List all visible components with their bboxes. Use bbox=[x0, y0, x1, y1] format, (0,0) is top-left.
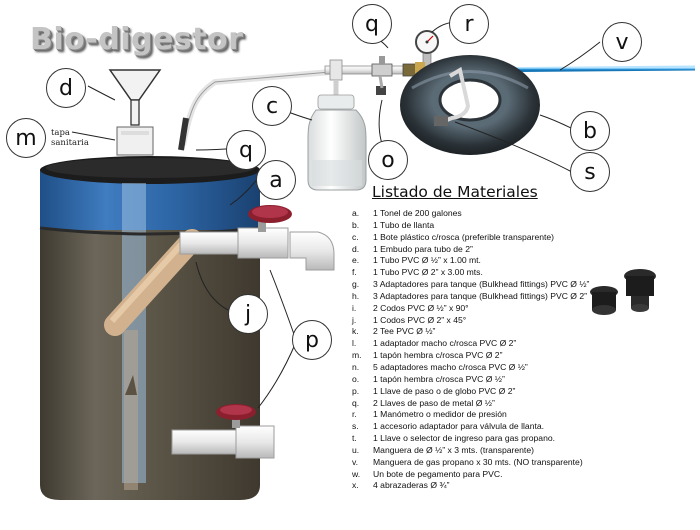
inlet-pipe bbox=[104, 229, 203, 490]
pressure-gauge bbox=[415, 30, 439, 69]
callout-b: b bbox=[570, 111, 610, 151]
bulkhead-fittings bbox=[590, 269, 656, 315]
ball-valve-body bbox=[376, 86, 386, 95]
list-item: d.1 Embudo para tubo de 2” bbox=[352, 243, 473, 254]
list-item: h.3 Adaptadores para tanque (Bulkhead fi… bbox=[352, 290, 588, 301]
callout-a: a bbox=[256, 160, 296, 200]
funnel bbox=[108, 69, 162, 126]
list-item: j.1 Codos PVC Ø 2” x 45° bbox=[352, 314, 467, 325]
list-item: r.1 Manómetro o medidor de presión bbox=[352, 409, 507, 420]
list-item: p.1 Llave de paso o de globo PVC Ø 2” bbox=[352, 385, 516, 396]
callout-j: j bbox=[228, 294, 268, 334]
list-item: a.1 Tonel de 200 galones bbox=[352, 208, 462, 218]
list-item: s.1 accesorio adaptador para válvula de … bbox=[352, 421, 545, 432]
list-item: v.Manguera de gas propano x 30 mts. (NO … bbox=[352, 456, 583, 467]
callout-s: s bbox=[570, 152, 610, 192]
list-item: l.1 adaptador macho c/rosca PVC Ø 2” bbox=[352, 338, 517, 349]
callout-q-drum: q bbox=[226, 130, 266, 170]
list-item: c.1 Bote plástico c/rosca (preferible tr… bbox=[352, 231, 555, 242]
upper-valve-assembly bbox=[179, 205, 335, 271]
sanitary-cap-label: tapa sanitaria bbox=[51, 128, 89, 148]
sanitaria-word: sanitaria bbox=[51, 138, 89, 148]
list-item: x.4 abrazaderas Ø ¾” bbox=[352, 480, 450, 491]
callout-d: d bbox=[46, 68, 86, 108]
callout-c: c bbox=[252, 86, 292, 126]
inner-tube bbox=[400, 55, 540, 155]
callout-m: m bbox=[6, 118, 46, 158]
callout-p: p bbox=[292, 320, 332, 360]
callout-v: v bbox=[602, 22, 642, 62]
list-item: i.2 Codos PVC Ø ½” x 90° bbox=[352, 302, 469, 313]
list-item: q.2 Llaves de paso de metal Ø ½” bbox=[352, 397, 495, 408]
materials-heading: Listado de Materiales bbox=[372, 183, 538, 201]
list-item: n.5 adaptadores macho c/rosca PVC Ø ½” bbox=[352, 361, 528, 372]
water-trap-bottle bbox=[307, 94, 367, 191]
materials-list: a.1 Tonel de 200 galones b.1 Tubo de lla… bbox=[352, 208, 589, 492]
list-item: m.1 tapón hembra c/rosca PVC Ø 2” bbox=[352, 350, 503, 361]
list-item: t.1 Llave o selector de ingreso para gas… bbox=[352, 433, 556, 444]
lower-valve-assembly bbox=[171, 404, 275, 459]
callout-r: r bbox=[449, 4, 489, 44]
diagram-title: Bio-digestor bbox=[30, 22, 244, 57]
list-item: k.2 Tee PVC Ø ½” bbox=[352, 326, 436, 337]
list-item: o.1 tapón hembra c/rosca PVC Ø ½” bbox=[352, 373, 505, 384]
callout-o: o bbox=[368, 140, 408, 180]
list-item: b.1 Tubo de llanta bbox=[352, 219, 435, 230]
callout-q-top: q bbox=[352, 4, 392, 44]
list-item: u.Manguera de Ø ½” x 3 mts. (transparent… bbox=[352, 444, 534, 455]
tapa-word: tapa bbox=[51, 128, 70, 138]
list-item: g.3 Adaptadores para tanque (Bulkhead fi… bbox=[352, 279, 590, 290]
list-item: w.Un bote de pegamento para PVC. bbox=[352, 468, 503, 479]
list-item: f.1 Tubo PVC Ø 2” x 3.00 mts. bbox=[352, 267, 483, 278]
list-item: e.1 Tubo PVC Ø ½” x 1.00 mt. bbox=[352, 255, 481, 266]
